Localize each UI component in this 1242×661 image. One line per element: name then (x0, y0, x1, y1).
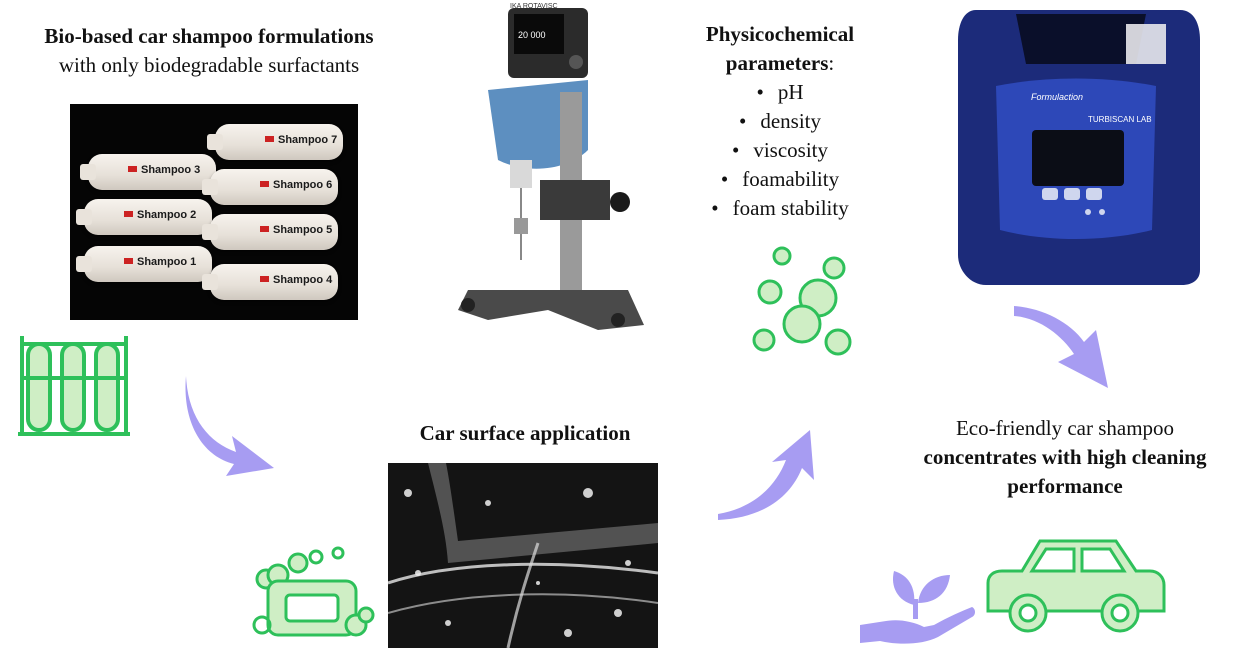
parameter-item: foamability (700, 165, 860, 194)
parameter-item: density (700, 107, 860, 136)
bubbles-icon (752, 246, 852, 356)
turbiscan-device: Formulaction TURBISCAN LAB (958, 10, 1200, 285)
left-title-line1: Bio-based car shampoo formulations (44, 24, 374, 48)
viscometer-brand: IKA ROTAVISC (510, 3, 558, 10)
car-icon (986, 539, 1166, 633)
parameter-item: foam stability (700, 194, 860, 223)
result-line2: concentrates with high cleaning (923, 445, 1207, 469)
result-text: Eco-friendly car shampoo concentrates wi… (895, 414, 1235, 501)
hand-plant-icon (860, 571, 975, 644)
car-surface-caption: Car surface application (419, 421, 631, 445)
result-line3: performance (1007, 474, 1123, 498)
bottle: Shampoo 3 (80, 154, 216, 190)
bottle: Shampoo 1 (76, 246, 212, 282)
test-tubes-icon (18, 336, 130, 436)
car-surface-photo (388, 463, 658, 648)
parameter-item: viscosity (700, 136, 860, 165)
left-title-line2: with only biodegradable surfactants (58, 53, 360, 77)
bottle: Shampoo 7 (207, 124, 343, 160)
bottle: Shampoo 2 (76, 199, 212, 235)
viscometer-reading: 20 000 (518, 30, 546, 40)
left-title: Bio-based car shampoo formulations with … (0, 22, 418, 80)
parameters-list: pH density viscosity foamability foam st… (700, 78, 860, 223)
parameters-block: Physicochemical parameters: pH density v… (700, 20, 860, 223)
arrow-surface-to-params (718, 430, 814, 520)
parameters-colon: : (828, 51, 835, 75)
parameter-item: pH (700, 78, 860, 107)
soap-sponge-icon (252, 546, 375, 637)
bottle: Shampoo 6 (202, 169, 338, 205)
scanner-model: TURBISCAN LAB (1088, 115, 1152, 124)
bottle: Shampoo 5 (202, 214, 338, 250)
viscometer-device: 20 000 IKA ROTAVISC (458, 3, 644, 330)
parameters-title-line1: Physicochemical (705, 22, 855, 46)
parameters-title-line2: parameters (725, 51, 829, 75)
bottle: Shampoo 4 (202, 264, 338, 300)
scanner-brand: Formulaction (1031, 92, 1083, 102)
arrow-params-to-result (1014, 306, 1108, 388)
result-line1: Eco-friendly car shampoo (955, 416, 1175, 440)
shampoo-bottles-photo: Shampoo 7 Shampoo 3 Shampoo 6 Shampoo 2 … (70, 104, 358, 320)
arrow-bottles-to-surface (185, 376, 274, 476)
